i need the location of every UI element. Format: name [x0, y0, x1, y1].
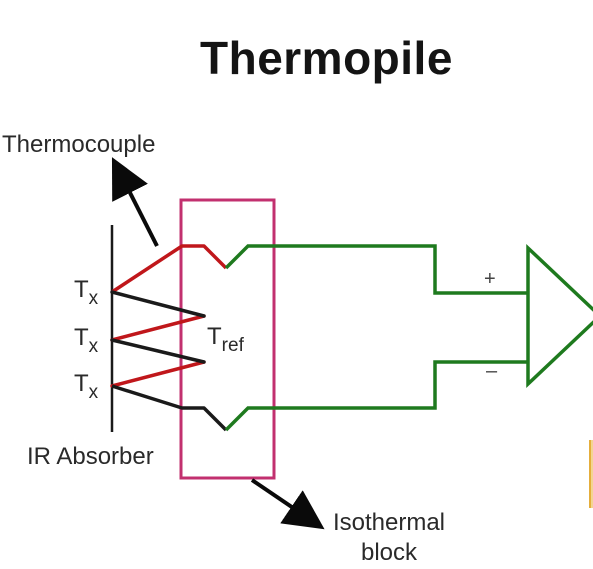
green-wire-top	[224, 244, 528, 295]
tref-sub: ref	[221, 335, 244, 356]
red-wire-middle	[110, 314, 206, 342]
diagram-title: Thermopile	[200, 32, 453, 84]
green-wire-bottom	[224, 360, 528, 432]
thermocouple-label: Thermocouple	[2, 131, 156, 158]
plus-sign: +	[484, 268, 496, 290]
tx-main-1: T	[74, 276, 89, 303]
isothermal-label-line1: Isothermal	[332, 509, 446, 536]
edge-accent	[589, 440, 593, 508]
ir-absorber-label: IR Absorber	[27, 443, 154, 470]
tx-sub-3: x	[88, 382, 99, 403]
tref-main: T	[207, 323, 222, 350]
black-wire-middle	[110, 338, 206, 364]
tx-main-3: T	[74, 370, 89, 397]
amplifier-triangle	[526, 243, 593, 389]
tx-main-2: T	[74, 324, 89, 351]
minus-sign: –	[486, 360, 498, 382]
black-wire-upper	[110, 290, 206, 318]
tx-sub-1: x	[88, 288, 99, 309]
black-wire-bottom	[111, 384, 228, 432]
tx-label-2: Tx	[74, 324, 98, 357]
red-wire-bottom	[110, 360, 206, 388]
tx-label-3: Tx	[74, 370, 98, 403]
tref-label: Tref	[207, 323, 244, 356]
isothermal-label: Isothermal block	[322, 508, 456, 568]
isothermal-label-line2: block	[360, 539, 418, 566]
tx-label-1: Tx	[74, 276, 98, 309]
red-wire-top	[111, 244, 228, 294]
thermocouple-arrow	[111, 157, 159, 247]
tx-sub-2: x	[88, 336, 99, 357]
isothermal-arrow	[250, 478, 325, 530]
isothermal-block	[179, 198, 276, 480]
